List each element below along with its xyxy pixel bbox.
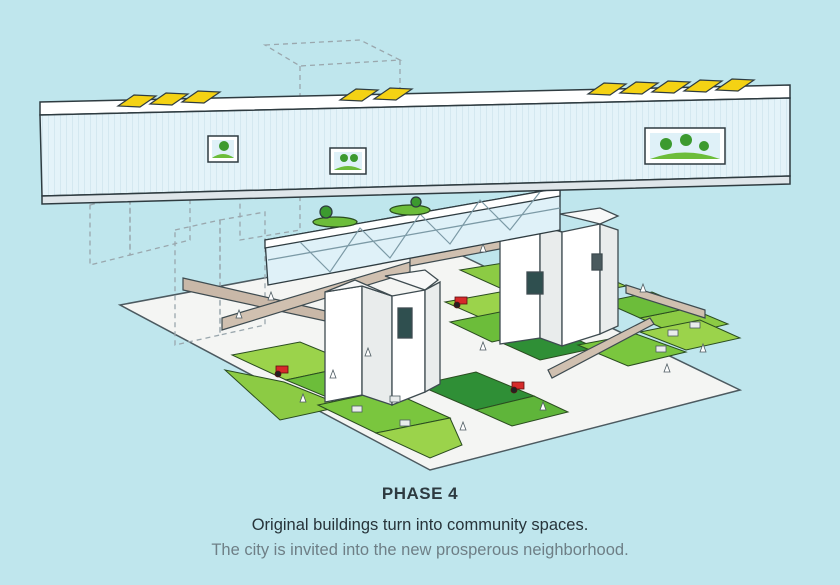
farm-animals (351, 321, 701, 427)
tractor-icons (274, 296, 525, 394)
phase-title: PHASE 4 (381, 484, 459, 503)
caption-line-1: Original buildings turn into community s… (251, 516, 589, 534)
solar-panels (116, 78, 756, 108)
upper-skybridge (39, 84, 791, 205)
people-markers (235, 242, 707, 431)
right-towers (499, 207, 620, 347)
lower-skybridge (264, 187, 561, 286)
left-towers (324, 269, 441, 406)
caption-line-2: The city is invited into the new prosper… (211, 541, 629, 559)
